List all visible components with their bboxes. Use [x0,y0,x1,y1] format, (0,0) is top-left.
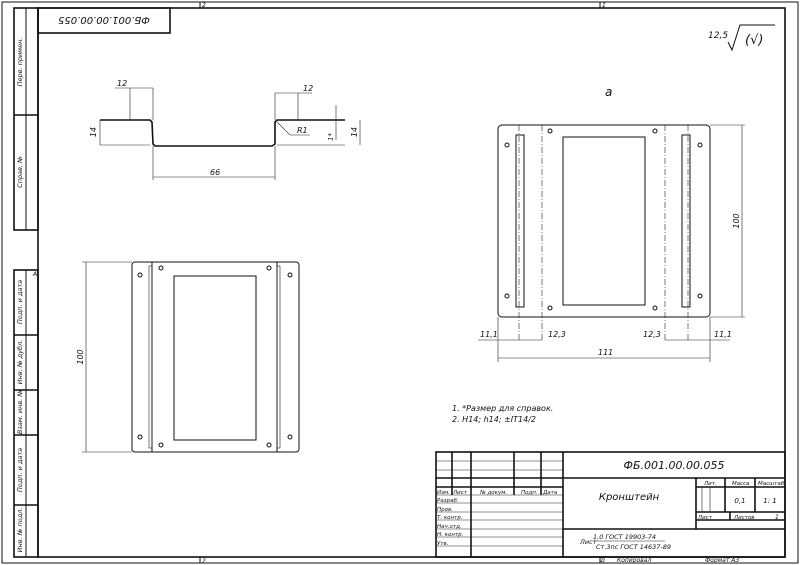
svg-text:11,1: 11,1 [714,330,732,339]
svg-text:R1: R1 [297,126,308,135]
svg-text:100: 100 [732,213,741,228]
side-label: Инв. № дубл. [16,340,24,384]
svg-text:Лист: Лист [697,515,713,521]
profile-view: 12 12 14 14 1* R1 66 [89,79,361,180]
side-column: Перв. примен. Справ. № Подп. и дата Инв.… [13,7,39,558]
svg-text:12: 12 [117,79,127,88]
svg-text:Листов: Листов [733,515,755,521]
svg-text:(√): (√) [745,33,763,48]
zone-marker: 1 [602,558,606,565]
svg-text:Изм.: Изм. [437,490,450,496]
svg-text:12,5: 12,5 [708,31,728,41]
side-label: Инв. № подл. [16,508,24,553]
view-label: a [605,85,612,99]
zone-marker: A [32,271,37,278]
svg-text:12,3: 12,3 [548,330,566,339]
svg-text:Н. контр.: Н. контр. [437,532,464,538]
svg-text:1: 1 [775,514,779,521]
svg-text:Лист: Лист [452,490,468,496]
svg-text:Масштаб: Масштаб [758,481,785,487]
svg-text:Лист: Лист [579,538,597,546]
part-title: Кронштейн [599,492,660,503]
svg-text:Ст.3пс ГОСТ 14637-89: Ст.3пс ГОСТ 14637-89 [596,543,671,551]
svg-text:12: 12 [303,84,313,93]
side-label: Перв. примен. [16,38,24,87]
side-label: Подп. и дата [16,280,24,324]
drawing-designation: ФБ.001.00.00.055 [624,459,725,472]
svg-text:№ докум.: № докум. [479,490,507,496]
rotated-designation: ФБ.001.00.00.055 [58,14,150,25]
note: 1. *Размер для справок. [452,404,553,413]
right-plan-view: 100 111 11,1 12,3 12,3 11,1 [478,124,745,362]
svg-text:11,1: 11,1 [480,330,498,339]
svg-text:1,0 ГОСТ 19903-74: 1,0 ГОСТ 19903-74 [593,533,656,541]
svg-text:14: 14 [89,127,98,137]
zone-marker: 2 [202,2,206,9]
svg-text:Пров.: Пров. [437,507,453,513]
svg-text:66: 66 [210,168,220,177]
drawing-frame [37,7,786,558]
side-label: Взам. инв. № [16,390,24,434]
svg-text:Дата: Дата [542,490,558,496]
svg-text:Копировал: Копировал [617,557,651,564]
svg-text:111: 111 [598,348,613,357]
svg-text:12,3: 12,3 [643,330,661,339]
note: 2. H14; h14; ±IT14/2 [452,415,536,424]
svg-text:1: 1: 1: 1 [763,497,777,505]
svg-text:Нач.отд.: Нач.отд. [437,524,462,530]
side-label: Справ. № [16,156,24,188]
svg-text:Т. контр.: Т. контр. [437,515,463,521]
svg-text:0,1: 0,1 [734,497,745,505]
svg-text:Масса: Масса [732,481,750,487]
svg-text:1*: 1* [327,133,335,141]
zone-marker: 2 [202,558,206,565]
svg-text:Утв.: Утв. [437,541,449,547]
svg-text:100: 100 [76,349,85,364]
svg-text:1: 1 [600,557,604,564]
title-block: ФБ.001.00.00.055 Кронштейн Изм. Лист № д… [435,451,786,564]
left-plan-view: 100 [76,261,300,453]
svg-text:14: 14 [350,127,359,137]
roughness-symbol: 12,5 (√) [708,24,775,52]
svg-text:Подп.: Подп. [521,490,538,496]
zone-marker: 1 [602,2,606,9]
side-label: Подп. и дата [16,448,24,492]
svg-text:Разраб.: Разраб. [437,498,459,504]
svg-text:Лит.: Лит. [703,481,717,487]
svg-text:Формат А3: Формат А3 [705,557,739,564]
